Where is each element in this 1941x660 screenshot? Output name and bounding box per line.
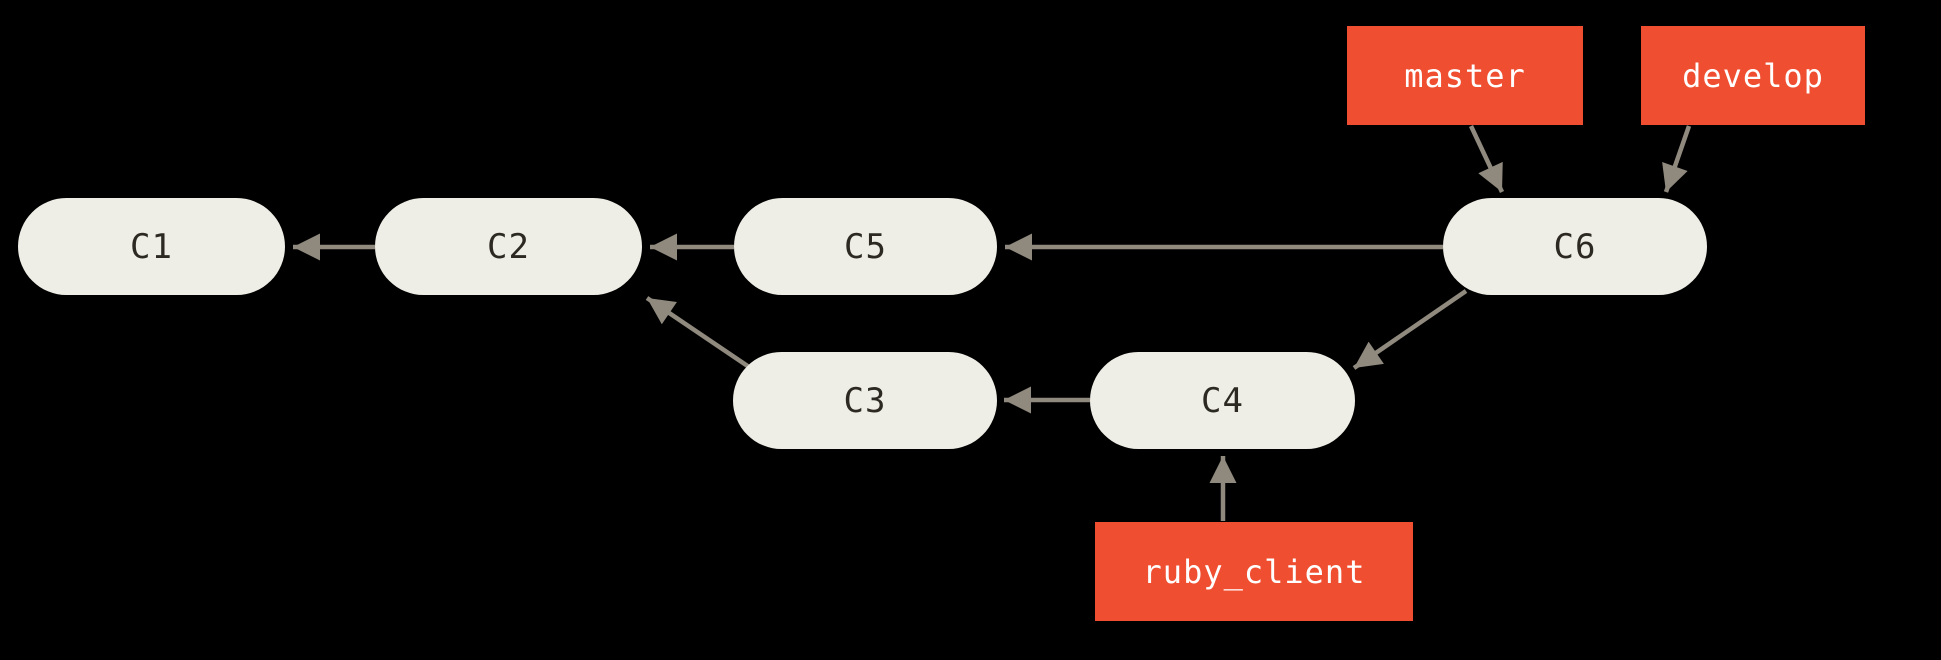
branch-label-develop-text: develop	[1682, 56, 1824, 95]
commit-label-c5: C5	[844, 226, 887, 267]
commit-node-c3: C3	[733, 352, 997, 449]
branch-label-master-text: master	[1404, 56, 1526, 95]
commit-node-c6: C6	[1443, 198, 1707, 295]
branch-label-master: master	[1347, 26, 1583, 125]
commit-node-c2: C2	[375, 198, 642, 295]
commit-label-c3: C3	[843, 380, 887, 421]
edge-master-to-c6	[1468, 125, 1505, 193]
commit-label-c1: C1	[130, 226, 173, 267]
branch-label-ruby-client-text: ruby_client	[1142, 552, 1366, 591]
commit-label-c6: C6	[1553, 226, 1597, 267]
commit-node-c1: C1	[18, 198, 285, 295]
branch-label-ruby-client: ruby_client	[1095, 522, 1413, 621]
commit-node-c4: C4	[1090, 352, 1355, 449]
edge-c6-to-c4	[1352, 289, 1468, 370]
branch-label-develop: develop	[1641, 26, 1865, 125]
edge-c3-to-c2	[645, 296, 754, 371]
edge-develop-to-c6	[1662, 125, 1692, 193]
commit-label-c4: C4	[1201, 380, 1244, 421]
commit-node-c5: C5	[734, 198, 997, 295]
commit-label-c2: C2	[487, 226, 530, 267]
